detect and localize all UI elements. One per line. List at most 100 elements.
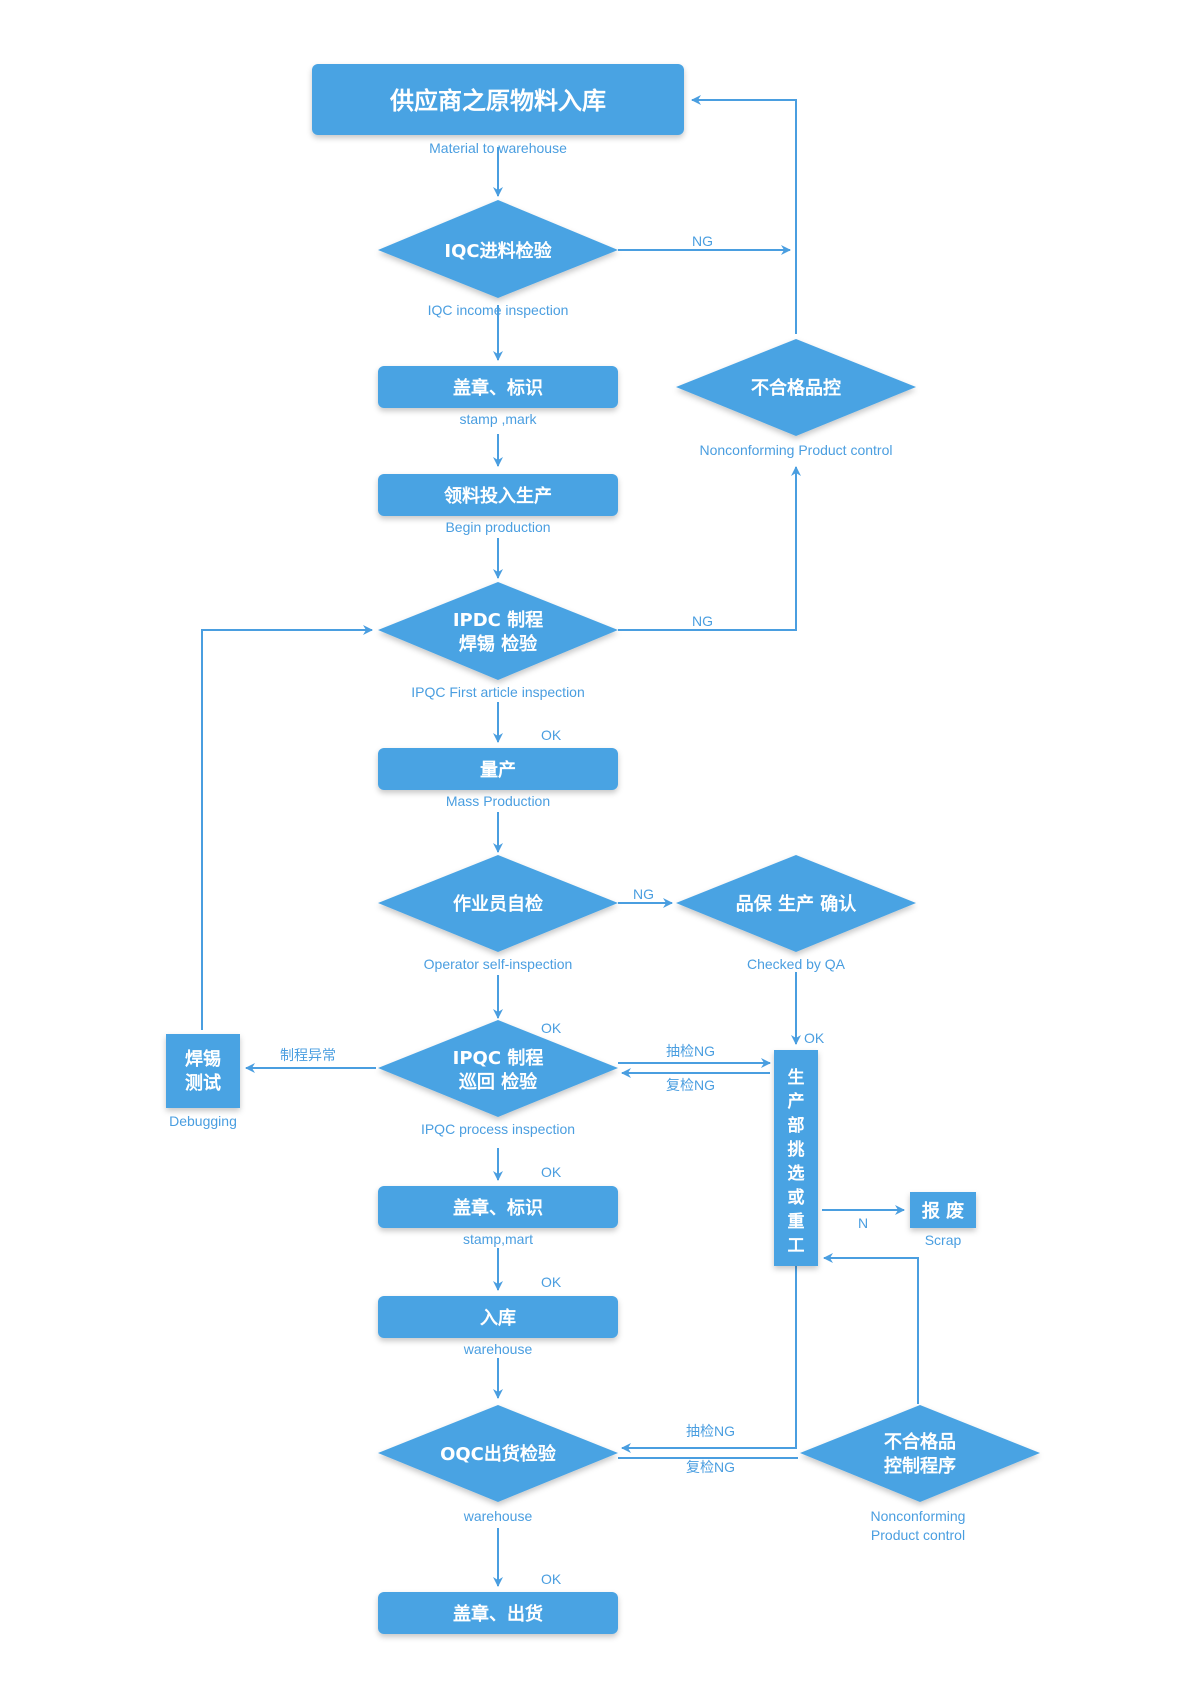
node-stamp2-title: 盖章、标识	[453, 1197, 543, 1219]
node-ipdc-title2: 焊锡 检验	[459, 633, 538, 655]
node-supplier-title: 供应商之原物料入库	[389, 87, 606, 115]
node-rework-char: 选	[788, 1164, 805, 1184]
node-supplier: 供应商之原物料入库 Material to warehouse	[312, 64, 684, 156]
node-oqc-caption: warehouse	[463, 1508, 533, 1524]
node-warehouse-caption: warehouse	[463, 1341, 533, 1357]
node-self-title: 作业员自检	[453, 893, 543, 915]
node-warehouse: 入库 warehouse	[378, 1296, 618, 1357]
node-ipdc-title1: IPDC 制程	[453, 610, 543, 631]
node-oqc-title: OQC出货检验	[440, 1443, 557, 1465]
node-mass-box	[378, 748, 618, 790]
node-scrap: 报 废 Scrap	[910, 1192, 976, 1248]
node-supplier-box	[312, 64, 684, 135]
label-self-ok: OK	[541, 1020, 562, 1036]
node-self-caption: Operator self-inspection	[424, 956, 573, 972]
label-ipdc-ng: NG	[692, 613, 713, 629]
node-debug: 焊锡 测试 Debugging	[166, 1034, 240, 1129]
node-nc-top-caption: Nonconforming Product control	[700, 442, 893, 458]
node-qa-caption: Checked by QA	[747, 956, 846, 972]
node-stamp1: 盖章、标识 stamp ,mark	[378, 366, 618, 427]
node-qa: 品保 生产 确认 Checked by QA	[676, 855, 916, 972]
node-nc-top: 不合格品控 Nonconforming Product control	[676, 339, 916, 458]
node-rework-char: 部	[788, 1115, 805, 1136]
node-iqc-caption: IQC income inspection	[428, 302, 569, 318]
node-stamp1-caption: stamp ,mark	[459, 411, 537, 427]
edge-nc-rework	[823, 1253, 919, 1404]
node-iqc-title: IQC进料检验	[444, 240, 552, 262]
node-nc-bottom-caption1: Nonconforming	[871, 1508, 966, 1524]
node-ipdc: IPDC 制程 焊锡 检验 IPQC First article inspect…	[378, 582, 618, 700]
node-debug-caption: Debugging	[169, 1113, 237, 1129]
label-stamp2-ok: OK	[541, 1274, 562, 1290]
node-rework-char: 或	[788, 1187, 805, 1208]
node-begin-caption: Begin production	[445, 519, 550, 535]
node-supplier-caption: Material to warehouse	[429, 140, 567, 156]
node-rework-char: 工	[788, 1236, 805, 1256]
node-warehouse-title: 入库	[480, 1307, 516, 1329]
node-ipqc-title1: IPQC 制程	[453, 1048, 544, 1069]
node-ship-title: 盖章、出货	[453, 1603, 543, 1625]
node-warehouse-box	[378, 1296, 618, 1338]
label-qa-ok: OK	[804, 1030, 825, 1046]
label-ipqc-recheck-ng: 复检NG	[666, 1077, 715, 1093]
node-iqc-diamond	[378, 200, 618, 298]
node-scrap-caption: Scrap	[925, 1232, 962, 1248]
edge-labels: NG NG OK NG OK OK 制程异常 抽检NG 复检NG OK OK N…	[280, 233, 868, 1587]
node-debug-box	[166, 1034, 240, 1108]
label-rework-n: N	[858, 1215, 868, 1231]
node-mass: 量产 Mass Production	[378, 748, 618, 809]
node-ipqc-diamond	[378, 1020, 618, 1117]
edge-nc-to-supplier	[691, 95, 797, 334]
label-oqc-sample-ng: 抽检NG	[686, 1423, 735, 1439]
node-rework-char: 产	[788, 1091, 805, 1112]
edge-debug-ipdc	[201, 625, 373, 1030]
label-ipqc-abnormal: 制程异常	[280, 1047, 336, 1063]
node-ipqc-title2: 巡回 检验	[459, 1071, 538, 1093]
node-rework-char: 生	[788, 1067, 805, 1088]
node-begin-title: 领料投入生产	[444, 485, 552, 507]
node-nc-bottom: 不合格品 控制程序 Nonconforming Product control	[800, 1405, 1040, 1543]
node-ipqc: IPQC 制程 巡回 检验 IPQC process inspection	[378, 1020, 618, 1137]
node-nc-bottom-title2: 控制程序	[884, 1455, 956, 1477]
node-stamp2-caption: stamp,mart	[463, 1231, 533, 1247]
node-nc-bottom-caption2: Product control	[871, 1527, 965, 1543]
node-nc-top-title: 不合格品控	[751, 377, 841, 399]
node-stamp1-box	[378, 366, 618, 408]
node-nc-bottom-title1: 不合格品	[884, 1431, 956, 1453]
node-rework-char: 重	[788, 1211, 805, 1232]
label-oqc-recheck-ng: 复检NG	[686, 1459, 735, 1475]
label-ipdc-ok: OK	[541, 727, 562, 743]
node-self-diamond	[378, 855, 618, 952]
node-nc-top-diamond	[676, 339, 916, 436]
node-qa-diamond	[676, 855, 916, 952]
node-stamp1-title: 盖章、标识	[453, 377, 543, 399]
label-iqc-ng: NG	[692, 233, 713, 249]
node-nc-bottom-diamond	[800, 1405, 1040, 1502]
node-oqc: OQC出货检验 warehouse	[378, 1405, 618, 1524]
node-ship: 盖章、出货	[378, 1592, 618, 1634]
node-debug-title2: 测试	[185, 1072, 221, 1094]
edges	[201, 95, 919, 1587]
node-oqc-diamond	[378, 1405, 618, 1502]
node-iqc: IQC进料检验 IQC income inspection	[378, 200, 618, 318]
node-mass-caption: Mass Production	[446, 793, 550, 809]
node-scrap-box	[910, 1192, 976, 1228]
node-qa-title: 品保 生产 确认	[736, 893, 858, 915]
node-stamp2-box	[378, 1186, 618, 1228]
label-self-ng: NG	[633, 886, 654, 902]
node-stamp2: 盖章、标识 stamp,mart	[378, 1186, 618, 1247]
node-debug-title1: 焊锡	[185, 1048, 221, 1070]
node-begin-box	[378, 474, 618, 516]
edge-ipdc-ng	[618, 466, 801, 631]
node-rework-box	[774, 1050, 818, 1266]
node-begin: 领料投入生产 Begin production	[378, 474, 618, 535]
node-ipdc-caption: IPQC First article inspection	[411, 684, 585, 700]
edge-rework-oqc	[621, 1266, 797, 1453]
node-scrap-title: 报 废	[922, 1200, 964, 1222]
label-oqc-ok: OK	[541, 1571, 562, 1587]
node-ship-box	[378, 1592, 618, 1634]
node-mass-title: 量产	[480, 759, 516, 781]
node-ipdc-diamond	[378, 582, 618, 680]
label-ipqc-sample-ng: 抽检NG	[666, 1043, 715, 1059]
